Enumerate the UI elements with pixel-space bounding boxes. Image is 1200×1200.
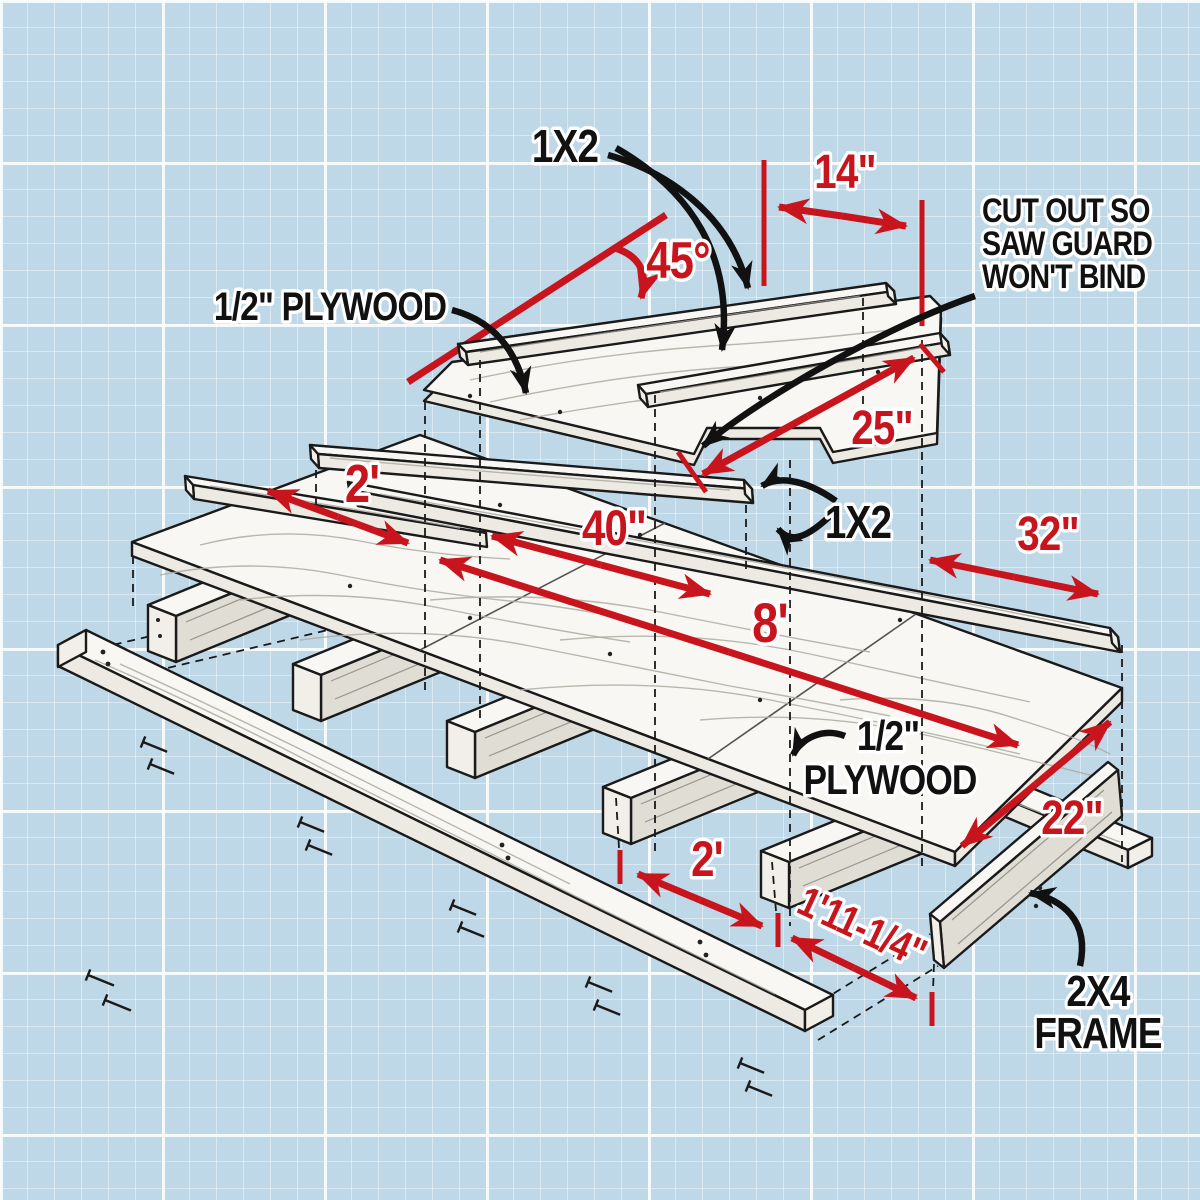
front-rail-2x4 xyxy=(56,628,835,1033)
ghost-alignment-dashes xyxy=(99,589,939,1041)
label-guide-plywood: 1/2" PLYWOOD xyxy=(214,284,447,328)
label-32in: 32" xyxy=(1017,508,1078,561)
label-cutout-line3: WON'T BIND xyxy=(982,258,1145,296)
label-1x2-top: 1X2 xyxy=(532,121,598,172)
label-1x2-mid: 1X2 xyxy=(825,497,891,548)
label-40in: 40" xyxy=(582,500,646,556)
dim-arc-45deg xyxy=(613,244,662,300)
dim-arrow-2ft-top xyxy=(266,487,410,547)
guide-fence-1x2 xyxy=(456,281,898,367)
guide-mid-strip-1x2 xyxy=(636,331,952,409)
label-14in: 14" xyxy=(814,146,875,199)
label-2ft-bottom: 2' xyxy=(691,831,723,887)
dim-arrow-8ft xyxy=(438,556,1020,749)
label-1ft11: 1'11-1/4" xyxy=(791,878,933,977)
label-deck-plywood-line2: PLYWOOD xyxy=(803,757,976,804)
dim-arrow-40in xyxy=(490,531,712,599)
label-cutout-line2: SAW GUARD xyxy=(982,225,1152,263)
part-labels: 1X2 CUT OUT SO SAW GUARD WON'T BIND 1/2"… xyxy=(211,118,1166,1061)
dim-arrow-2ft-bottom xyxy=(636,870,764,930)
callout-arrows xyxy=(451,145,1086,967)
lifted-strip-1x2 xyxy=(308,443,755,505)
label-cutout-line1: CUT OUT SO xyxy=(982,192,1150,230)
back-rail-1x2-32in xyxy=(346,480,1122,654)
label-25in: 25" xyxy=(851,402,912,455)
label-2ft-top: 2' xyxy=(345,453,379,514)
dim-arrow-14in xyxy=(777,198,908,235)
dim-arrow-1ft11 xyxy=(790,934,918,1002)
nail-icons xyxy=(84,735,773,1097)
label-deck-plywood-line1: 1/2" xyxy=(857,713,919,760)
label-45deg: 45° xyxy=(646,233,710,290)
label-8ft: 8' xyxy=(752,591,788,654)
dim-arrow-22in xyxy=(959,719,1113,849)
label-frame-line2: FRAME xyxy=(1034,1008,1161,1058)
label-22in: 22" xyxy=(1041,792,1102,845)
end-joist-2x4 xyxy=(928,760,1124,970)
dim-arrow-32in xyxy=(928,553,1100,601)
dimension-arrows xyxy=(266,198,1113,1002)
angle-45-reference-line xyxy=(406,212,668,385)
dim-arrow-25in xyxy=(701,354,916,478)
dimension-ticks xyxy=(617,160,946,1026)
label-frame-line1: 2X4 xyxy=(1066,966,1130,1016)
